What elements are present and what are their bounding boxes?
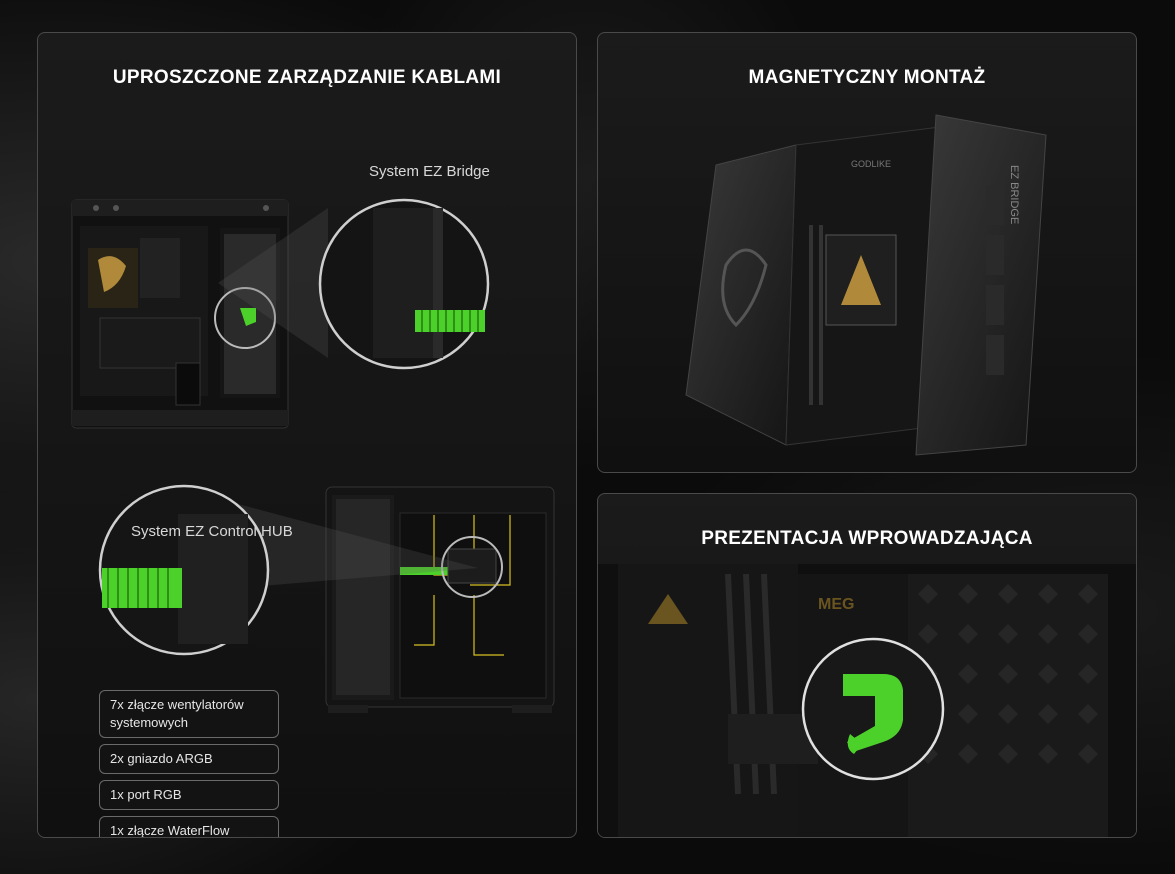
card-title: PREZENTACJA WPROWADZAJĄCA xyxy=(701,528,1033,549)
tag-waterflow: 1x złącze WaterFlow xyxy=(99,816,279,837)
ez-bridge-zoom-circle xyxy=(318,198,490,370)
tag-argb: 2x gniazdo ARGB xyxy=(99,744,279,774)
zoom-beam xyxy=(218,208,328,358)
pc-case-image-2 xyxy=(325,486,555,713)
pc-case-image xyxy=(71,199,289,429)
case-interior-image: MEG xyxy=(598,564,1136,837)
intro-presentation-card: PREZENTACJA WPROWADZAJĄCA MEG xyxy=(597,493,1137,838)
tag-rgb: 1x port RGB xyxy=(99,780,279,810)
meg-board-text: MEG xyxy=(818,596,854,613)
connector-tag-list: 7x złącze wentylatorów systemowych 2x gn… xyxy=(99,690,279,837)
ez-bridge-label: System EZ Bridge xyxy=(369,163,490,180)
card-title: MAGNETYCZNY MONTAŻ xyxy=(748,67,986,88)
card-title: UPROSZCZONE ZARZĄDZANIE KABLAMI xyxy=(112,67,502,88)
ez-control-hub-label: System EZ Control HUB xyxy=(131,523,293,540)
ez-control-hub-zoom-circle xyxy=(98,484,270,656)
magnetic-mounting-card: MAGNETYCZNY MONTAŻ EZ BRIDGE GODLIKE xyxy=(597,32,1137,473)
tag-fan-connectors: 7x złącze wentylatorów systemowych xyxy=(99,690,279,738)
cable-management-card: UPROSZCZONE ZARZĄDZANIE KABLAMI xyxy=(37,32,577,838)
ez-bridge-board-text: EZ BRIDGE xyxy=(1008,165,1020,224)
godlike-board-text: GODLIKE xyxy=(851,159,891,169)
motherboard-image: EZ BRIDGE GODLIKE xyxy=(685,114,1047,456)
